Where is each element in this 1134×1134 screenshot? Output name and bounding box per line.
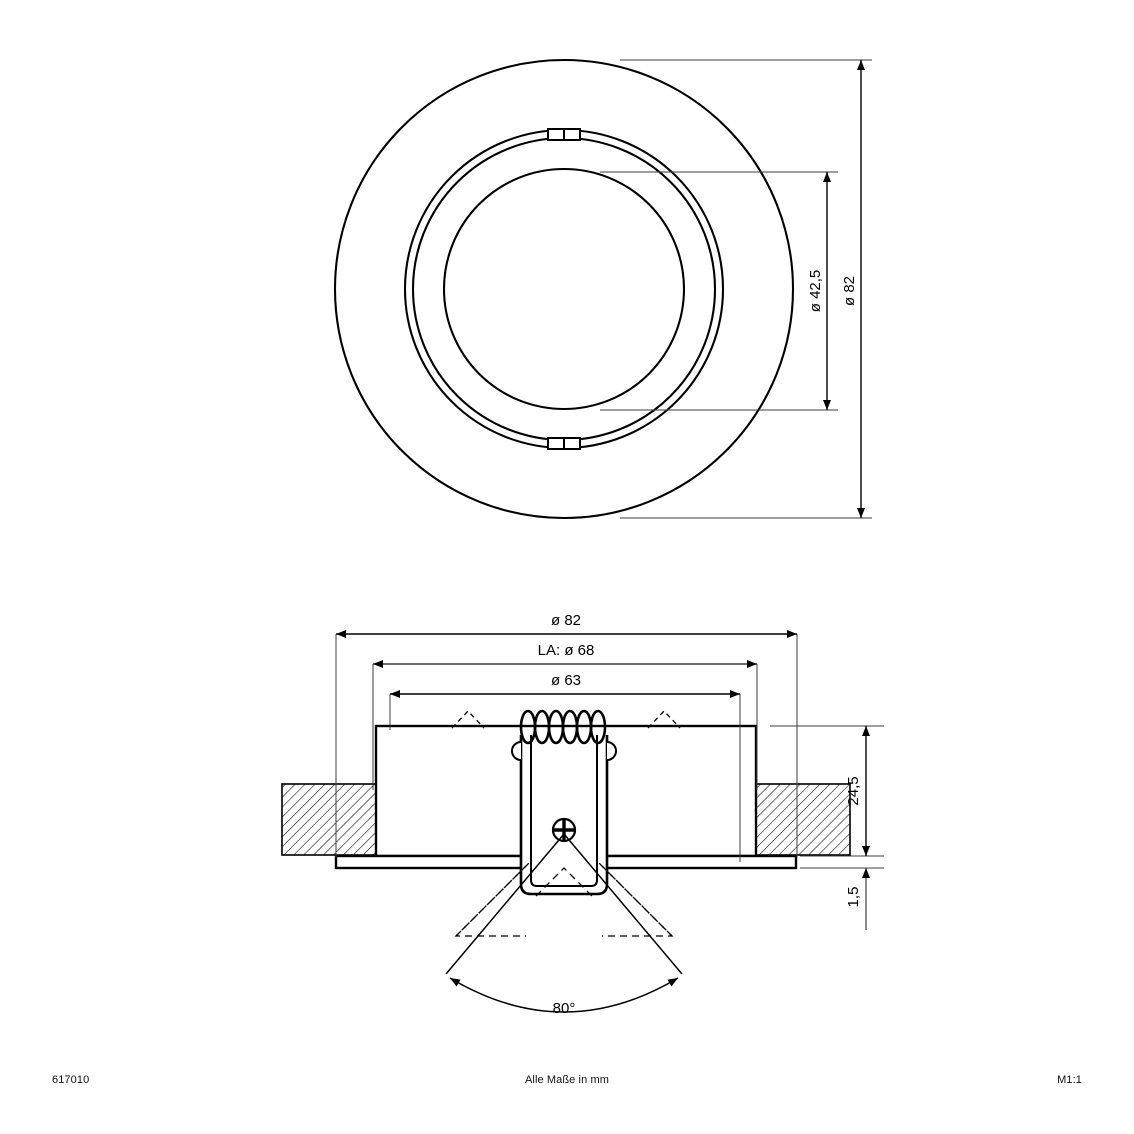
gimbal-bracket — [519, 735, 609, 896]
beam-angle-arc — [449, 977, 679, 1013]
dim-label-beam-angle: 80° — [553, 1000, 576, 1017]
dim-label-body-diameter: ø 63 — [551, 672, 581, 689]
spring-coil — [519, 709, 607, 745]
pivot-tab-top — [547, 128, 581, 141]
pivot-knob-left — [511, 741, 522, 761]
pivot-tab-bottom — [547, 437, 581, 450]
dim-label-recess-depth: 24,5 — [845, 776, 862, 805]
dim-label-inner-diameter: ø 42,5 — [807, 270, 824, 313]
phillips-screw-icon — [551, 817, 577, 843]
dim-label-flange-diameter: ø 82 — [551, 612, 581, 629]
dashed-peak-left — [451, 710, 485, 729]
ceiling-material-right — [755, 783, 851, 856]
section-view-group: 80° ø 82 LA: ø 68 ø 63 24,5 — [281, 612, 884, 1017]
outer-rim-circle — [333, 58, 795, 520]
dim-label-cutout-diameter: LA: ø 68 — [538, 642, 595, 659]
footer-units-note: Alle Maße in mm — [524, 1074, 610, 1086]
gimbal-ring-outer-circle — [403, 128, 725, 450]
ceiling-material-left — [281, 783, 377, 856]
beam-construction-lines — [454, 861, 674, 937]
top-view-group: ø 42,5 ø 82 — [333, 58, 872, 520]
footer-scale: M1:1 — [1057, 1074, 1082, 1086]
gimbal-ring-inner-circle — [411, 136, 717, 442]
light-beam-cone — [445, 833, 683, 975]
dashed-peak-right — [647, 710, 681, 729]
dim-label-flange-thickness: 1,5 — [845, 887, 862, 908]
inner-lamp-circle — [442, 167, 686, 411]
pivot-knob-right — [606, 741, 617, 761]
dim-label-outer-diameter: ø 82 — [841, 276, 858, 306]
footer-part-number: 617010 — [52, 1074, 90, 1086]
